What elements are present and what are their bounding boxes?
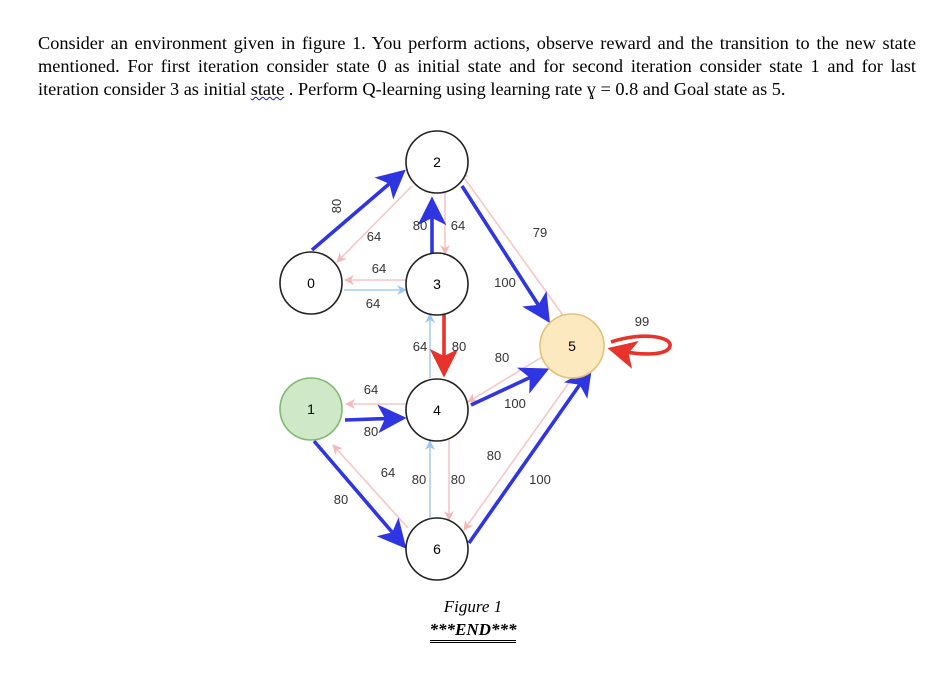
arrow-2-to-5: [460, 185, 550, 324]
edge-label-6-4: 64: [381, 465, 395, 480]
edge-label-3-4: 80: [452, 339, 466, 354]
edge-label-0-2: 80: [329, 199, 344, 213]
node-1: 1: [279, 377, 343, 441]
edge-label-3-2: 80: [413, 218, 427, 233]
edge-label-6-4b: 80: [451, 472, 465, 487]
edge-label-3-0: 64: [372, 261, 386, 276]
self-loop-5: [607, 334, 672, 369]
node-4-label: 4: [433, 402, 441, 418]
edge-label-5-5: 99: [635, 314, 649, 329]
edge-label-1-4: 80: [364, 424, 378, 439]
red-arrows: [429, 313, 672, 378]
figure-caption: Figure 1: [443, 597, 503, 616]
arrow-6-to-5: [467, 367, 593, 545]
edge-label-4-6: 80: [412, 472, 426, 487]
question-part-2: . Perform Q-learning using learning rate…: [284, 79, 786, 99]
edge-label-5-6: 80: [487, 448, 501, 463]
edge-label-2-0: 64: [367, 229, 381, 244]
question-part-1: Consider an environment given in figure …: [38, 33, 916, 99]
end-marker-text: ***END***: [429, 620, 517, 643]
arrow-5-to-2: [459, 171, 566, 319]
arrow-4-to-5: [470, 367, 550, 407]
edge-label-6-5: 100: [529, 472, 551, 487]
node-3-label: 3: [433, 276, 441, 292]
node-1-label: 1: [307, 401, 315, 417]
node-4: 4: [405, 378, 469, 442]
arrow-5-to-6: [463, 369, 579, 531]
node-6: 6: [405, 517, 469, 581]
end-marker: ***END***: [0, 620, 946, 643]
blue-action-arrows: [310, 169, 593, 549]
edge-label-0-3: 64: [366, 296, 380, 311]
node-0-label: 0: [307, 275, 315, 291]
question-underlined-word: state: [250, 79, 285, 99]
node-3: 3: [405, 252, 469, 316]
edge-label-4-3: 64: [413, 339, 427, 354]
arrow-0-to-2: [310, 169, 406, 252]
arrow-6-to-1: [332, 444, 409, 529]
node-5: 5: [539, 313, 605, 379]
edge-label-4-5: 100: [504, 396, 526, 411]
arrow-1-to-4: [344, 404, 407, 434]
arrow-1-to-6: [312, 439, 407, 549]
edge-label-2-5: 79: [533, 225, 547, 240]
node-2: 2: [405, 130, 469, 194]
node-6-label: 6: [433, 541, 441, 557]
edge-label-5-4: 80: [495, 350, 509, 365]
node-2-label: 2: [433, 154, 441, 170]
question-text: Consider an environment given in figure …: [38, 32, 916, 101]
node-0: 0: [279, 251, 343, 315]
edge-labels: 80 64 64 64 80 64 79 100 99 64 80 80 64 …: [329, 199, 649, 507]
edge-label-1-6: 80: [334, 492, 348, 507]
node-5-label: 5: [568, 338, 576, 354]
arrow-5-to-4: [467, 353, 548, 403]
edge-label-2-3: 64: [451, 218, 465, 233]
edge-label-4-1: 64: [364, 382, 378, 397]
edge-label-5-3: 100: [494, 275, 516, 290]
